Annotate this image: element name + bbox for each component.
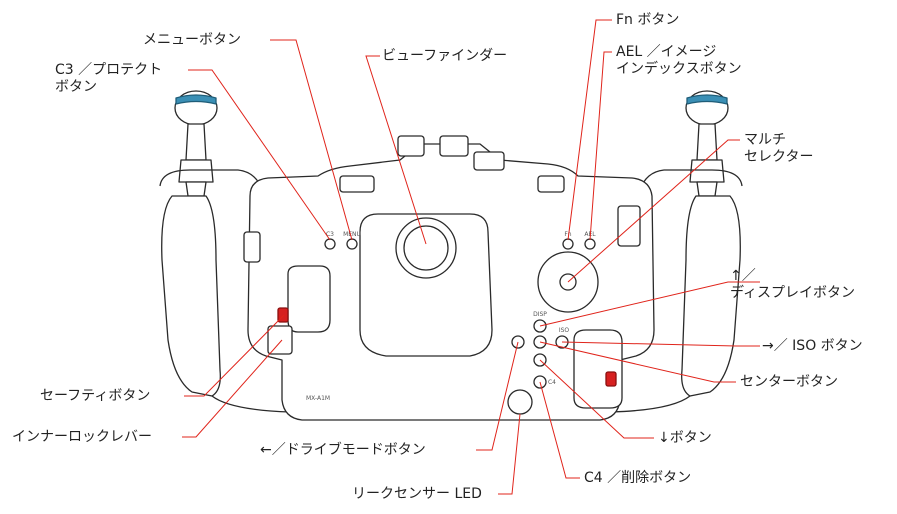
leader-fn <box>567 19 612 241</box>
inner-lock-lever <box>267 325 293 355</box>
leader-c4 <box>539 381 580 479</box>
leak-sensor-led <box>507 389 533 415</box>
mark-c3: C3 <box>326 231 334 238</box>
label-c3-protect: C3 ／プロテクトボタン <box>55 62 163 95</box>
label-left-drive: ←／ドライブモードボタン <box>260 442 426 458</box>
leader-iso <box>561 341 760 347</box>
leader-up <box>539 281 760 327</box>
right-side-panel <box>617 205 641 247</box>
mark-c4: C4 <box>548 379 556 386</box>
label-ael: AEL ／イメージインデックスボタン <box>616 44 742 77</box>
leader-ael <box>589 51 612 241</box>
mark-menu: MENU <box>343 231 361 238</box>
top-dial-3 <box>473 151 505 171</box>
label-center-button: センターボタン <box>740 374 838 390</box>
mark-fn: Fn <box>564 231 571 238</box>
mark-disp: DISP <box>533 311 547 318</box>
leader-multi <box>567 139 740 283</box>
right-red-button <box>605 371 617 387</box>
top-dial-5 <box>339 175 375 193</box>
leader-safety <box>184 314 285 397</box>
leader-led <box>498 413 521 495</box>
label-c4-delete: C4 ／削除ボタン <box>584 470 692 486</box>
mark-model: MX-A1M <box>306 395 330 402</box>
viewfinder-window <box>359 213 493 357</box>
label-multi-selector: マルチセレクター <box>744 132 814 165</box>
leader-left-drive <box>476 341 519 451</box>
label-right-iso: →／ ISO ボタン <box>762 338 863 354</box>
label-leak-sensor-led: リークセンサー LED <box>352 486 482 502</box>
right-side-port <box>573 329 623 409</box>
top-dial-1 <box>397 135 425 157</box>
mark-iso: ISO <box>559 327 570 334</box>
label-down-button: ↓ボタン <box>658 430 712 446</box>
right-handle-arch <box>639 169 743 191</box>
left-handle-arch <box>159 169 263 191</box>
fn-button <box>562 238 574 250</box>
label-fn-button: Fn ボタン <box>616 12 680 28</box>
top-dial-4 <box>537 175 565 193</box>
left-side-port <box>287 265 331 333</box>
leader-down <box>539 359 654 439</box>
leader-c3 <box>188 69 331 241</box>
leader-center <box>539 341 736 383</box>
leader-lines <box>182 19 760 495</box>
left-grip <box>161 195 221 397</box>
c3-protect-button <box>324 238 336 250</box>
leader-inner-lock <box>182 339 283 438</box>
left-side-lever <box>243 231 261 263</box>
label-menu-button: メニューボタン <box>143 32 241 48</box>
ael-button <box>584 238 596 250</box>
leader-viewfinder <box>365 55 427 245</box>
top-dial-2 <box>439 135 469 157</box>
left-ball-mount <box>174 90 218 197</box>
menu-button <box>346 238 358 250</box>
label-inner-lock-lever: インナーロックレバー <box>12 429 152 445</box>
label-viewfinder: ビューファインダー <box>382 48 508 64</box>
right-ball-mount <box>685 90 729 197</box>
leader-menu <box>270 39 353 241</box>
label-safety-button: セーフティボタン <box>40 388 151 404</box>
label-up-display: ↑／ディスプレイボタン <box>730 268 856 301</box>
